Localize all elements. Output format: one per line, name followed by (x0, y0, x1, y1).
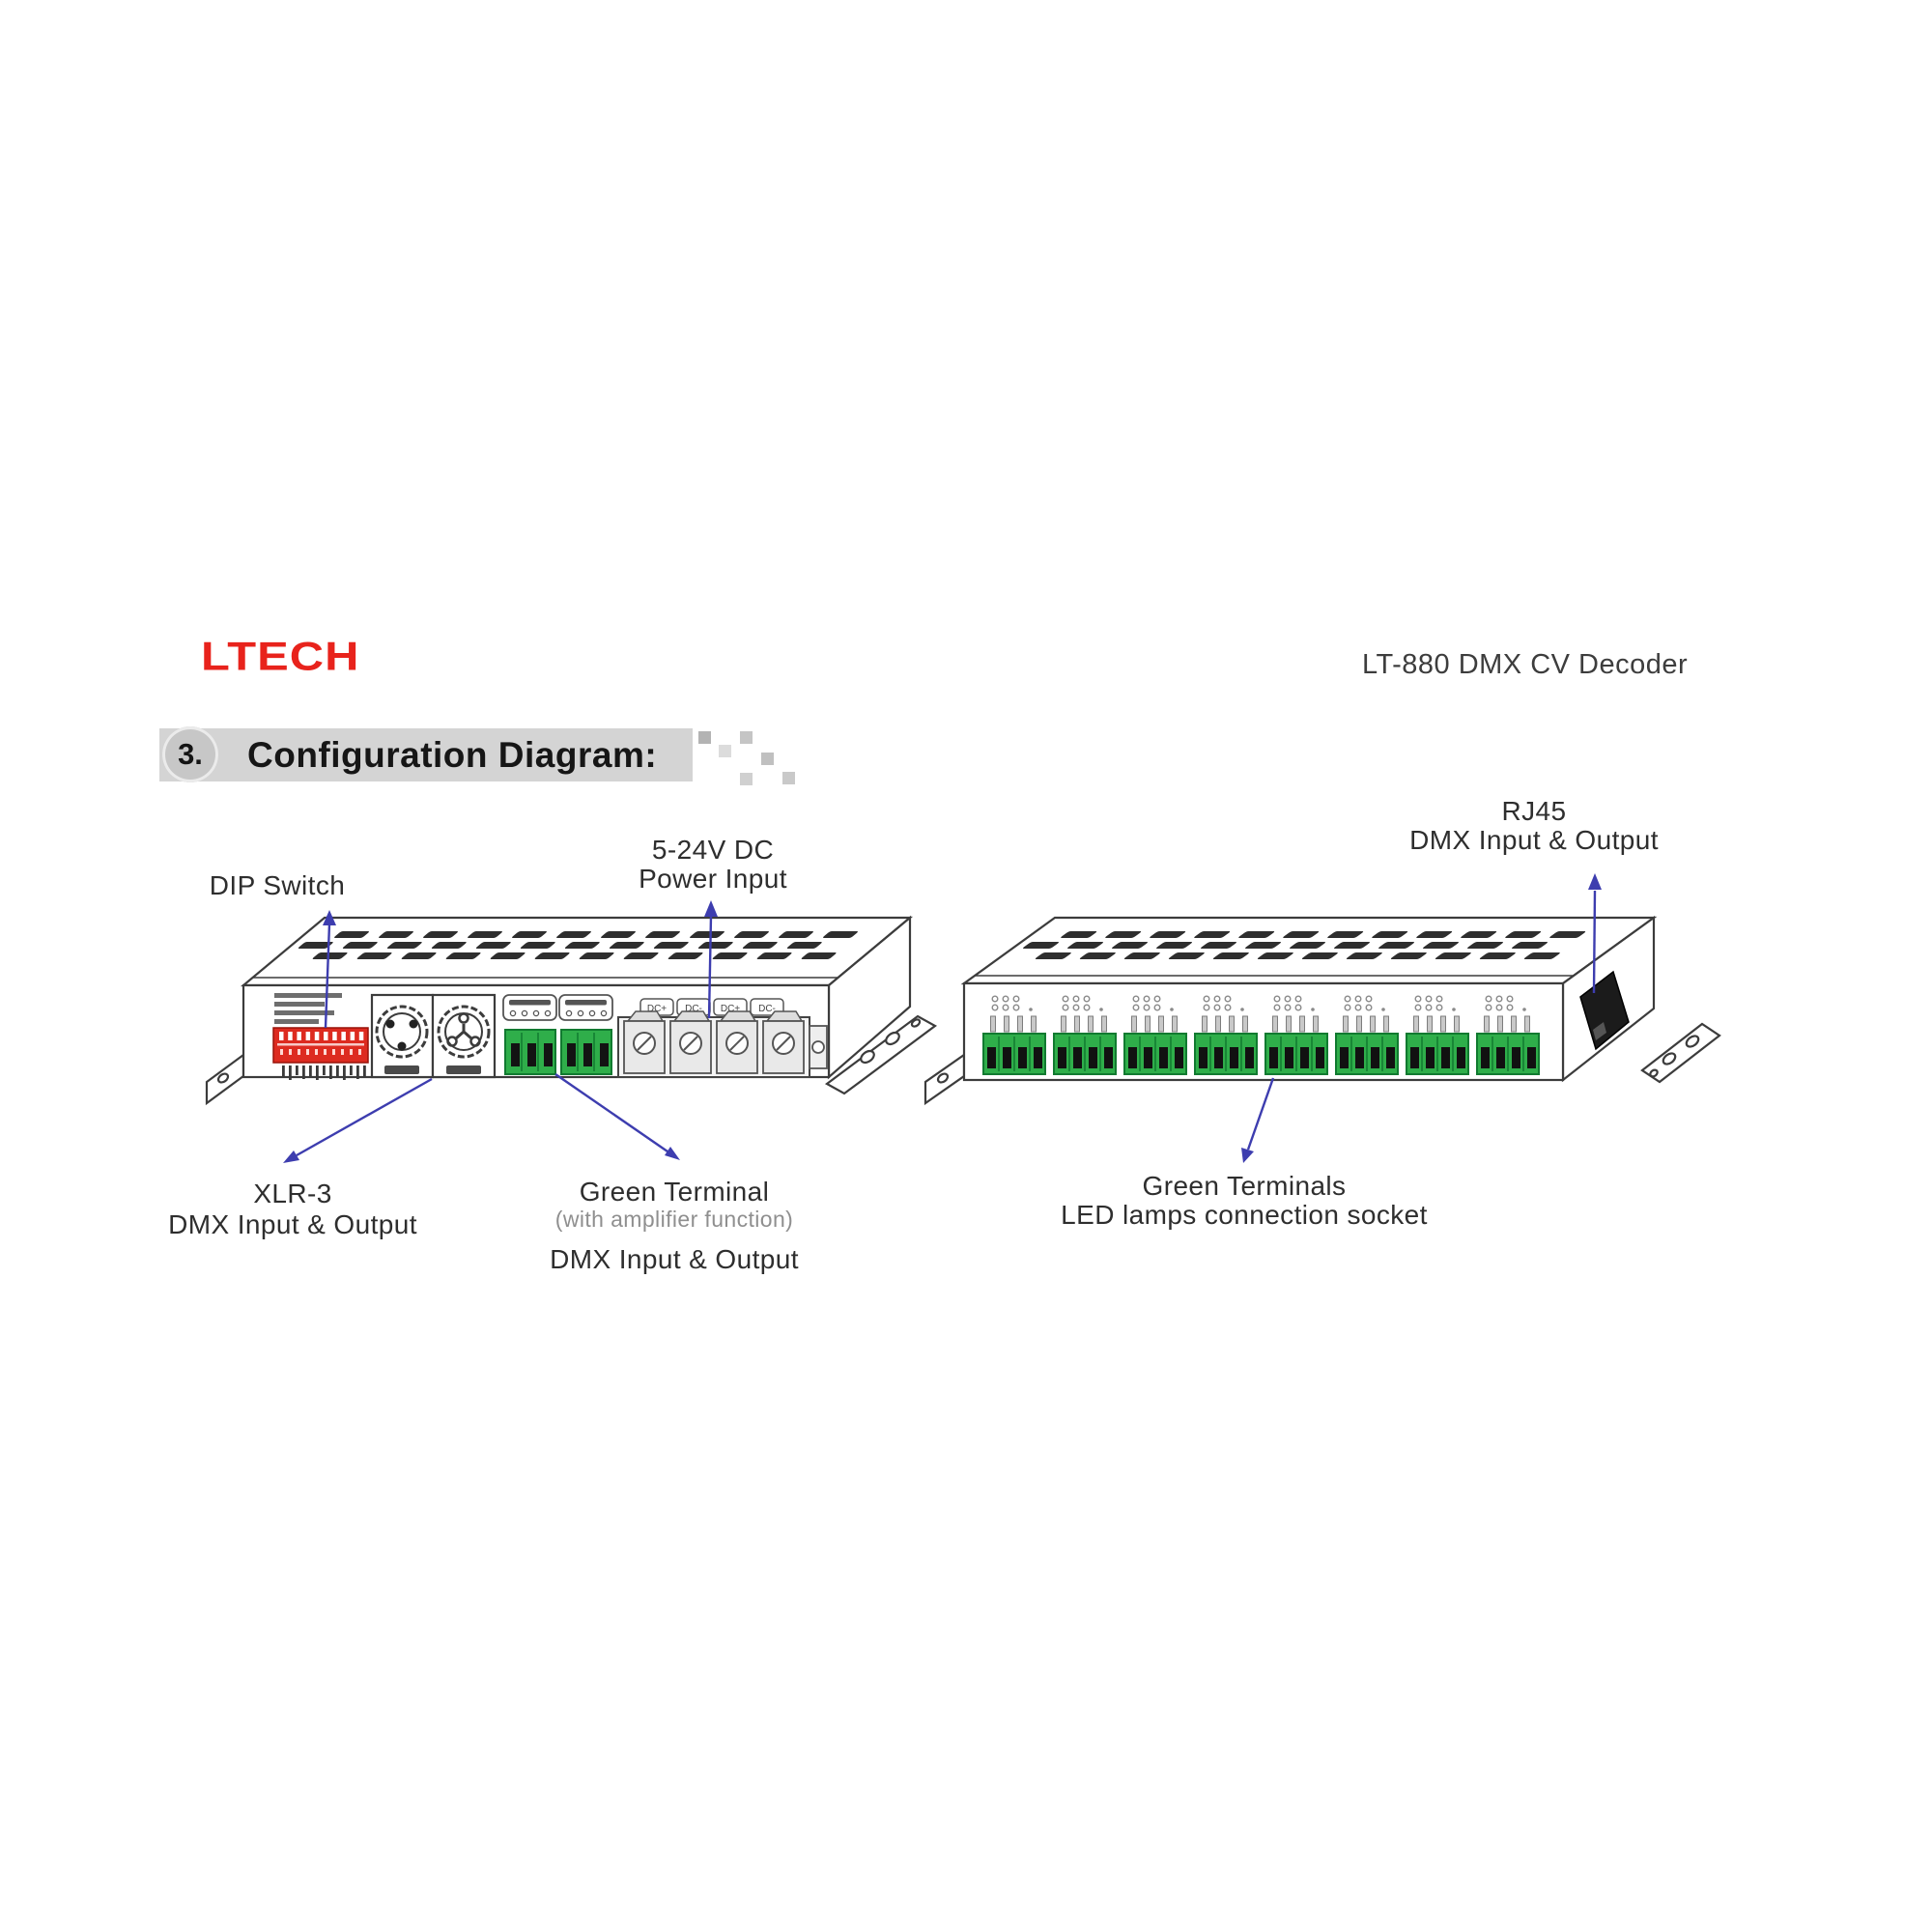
rj45-callout-line2: DMX Input & Output (1409, 825, 1659, 855)
green-terminals-arrow (1241, 1077, 1275, 1163)
dip-switch-callout: DIP Switch (209, 870, 346, 900)
green-terminals-callout-line2: LED lamps connection socket (1061, 1200, 1428, 1230)
power-clamp (669, 1010, 712, 1074)
xlr-female-connector (370, 993, 435, 1079)
power-terminal-label: DC- (685, 1004, 702, 1014)
document-title: LT-880 DMX CV Decoder (1362, 649, 1689, 680)
green-terminals-callout-line1: Green Terminals (1142, 1171, 1347, 1201)
rj45-arrow (1588, 873, 1602, 994)
green-terminal-block (560, 1029, 612, 1075)
power-terminal-label: DC+ (647, 1004, 667, 1014)
spec-sticker (274, 993, 342, 1024)
pixel-decoration (740, 731, 753, 744)
pixel-decoration (740, 773, 753, 785)
dip-switch-arrow (323, 910, 336, 1029)
left-device-left-ear (205, 1052, 245, 1106)
green-terminal-arrow (554, 1073, 680, 1160)
pixel-decoration (698, 731, 711, 744)
brand-logo: LTECH (201, 633, 360, 679)
green-terminal-callout-line1: Green Terminal (579, 1177, 770, 1207)
xlr-callout-line1: XLR-3 (253, 1179, 332, 1208)
right-device-top-face (960, 916, 1658, 985)
xlr-callout-line2: DMX Input & Output (168, 1209, 417, 1239)
green-dmx-terminals (502, 994, 613, 1075)
power-callout-line2: Power Input (639, 864, 787, 894)
green-terminal-callout-line2: (with amplifier function) (554, 1207, 794, 1232)
left-device-right-ear (824, 1014, 938, 1095)
xlr-male-connector (431, 993, 497, 1079)
right-device-left-ear (923, 1052, 966, 1106)
xlr-arrow (283, 1077, 433, 1163)
left-device-top-face (240, 916, 914, 987)
rj45-port (1579, 970, 1630, 1051)
power-input-arrow (704, 900, 718, 1019)
terminal-label-plate (502, 994, 557, 1021)
green-terminal-block (504, 1029, 556, 1075)
terminal-label-plate (558, 994, 613, 1021)
section-title: Configuration Diagram: (247, 735, 658, 775)
right-device-right-ear (1640, 1022, 1721, 1084)
power-terminal-label: DC+ (721, 1004, 740, 1014)
dip-switch-block (272, 1027, 369, 1064)
power-terminal-block: DC+ DC- DC+ DC- (617, 998, 828, 1078)
section-number: 3. (178, 737, 203, 771)
green-terminal-callout-line3: DMX Input & Output (550, 1244, 799, 1274)
power-clamp (762, 1010, 805, 1074)
power-clamp (623, 1010, 666, 1074)
section-number-badge: 3. (162, 726, 218, 782)
callout-arrows (283, 873, 1602, 1163)
pixel-decoration (782, 772, 795, 784)
power-terminal-label: DC- (758, 1004, 776, 1014)
rj45-callout-line1: RJ45 (1501, 796, 1567, 826)
power-clamp (716, 1010, 758, 1074)
dip-scale-marks (282, 1065, 366, 1080)
section-header-bar (159, 728, 693, 781)
power-callout-line1: 5-24V DC (651, 835, 775, 865)
pixel-decoration (719, 745, 731, 757)
pixel-decoration (761, 753, 774, 765)
